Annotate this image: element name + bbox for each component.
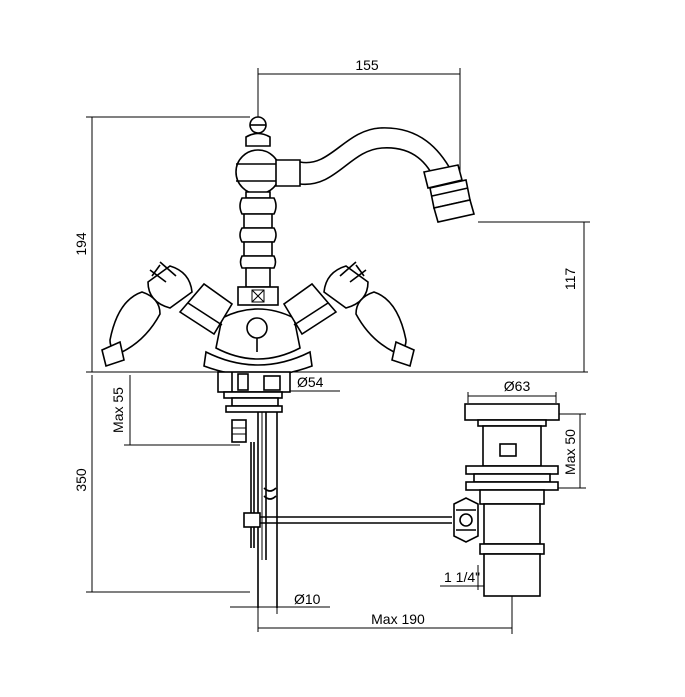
- tap-body: [204, 117, 312, 376]
- dim-thread: 1 1/4": [444, 569, 480, 585]
- right-handle: [284, 262, 414, 366]
- left-handle: [102, 262, 232, 366]
- pop-up-waste: [454, 404, 559, 596]
- dim-waste-diameter: Ø63: [504, 378, 531, 394]
- mounting-shank: [218, 372, 452, 608]
- dim-spout-height: 117: [562, 268, 578, 291]
- dim-max-thickness: Max 55: [110, 387, 126, 433]
- dim-rod-diameter: Ø10: [294, 591, 321, 607]
- spout: [276, 128, 474, 222]
- dim-total-height: 194: [73, 232, 89, 256]
- dim-top-width: 155: [355, 57, 379, 73]
- dim-reach: Max 190: [371, 611, 425, 627]
- dim-waste-height: Max 50: [562, 429, 578, 475]
- dim-lower-length: 350: [73, 468, 89, 492]
- dim-base-diameter: Ø54: [297, 374, 324, 390]
